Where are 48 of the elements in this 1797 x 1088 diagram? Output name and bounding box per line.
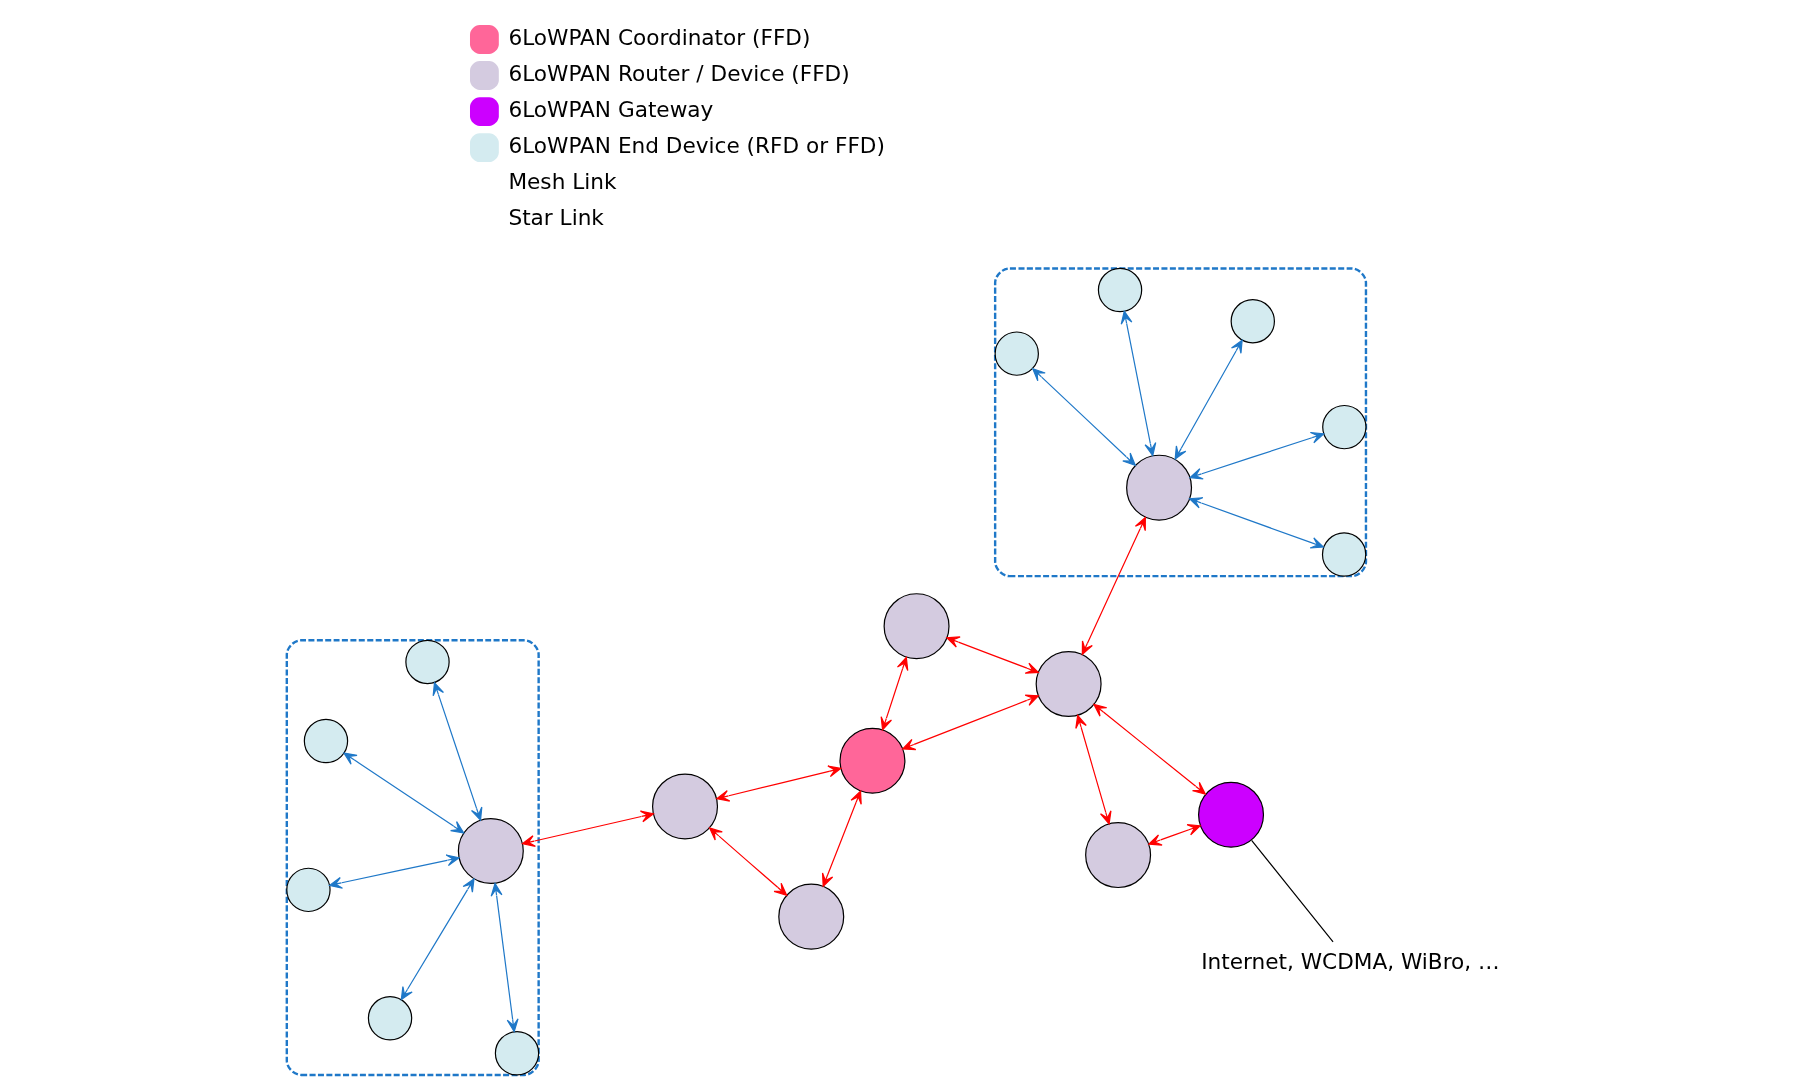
legend-label: 6LoWPAN End Device (RFD or FFD) [508, 132, 885, 158]
node-circle [652, 773, 719, 840]
legend-label: 6LoWPAN Coordinator (FFD) [508, 24, 811, 50]
node-circle [1085, 822, 1152, 889]
arrow [902, 694, 1039, 751]
arrow [1093, 703, 1206, 795]
node-circle [1126, 454, 1193, 521]
node-circle [994, 331, 1039, 376]
node-circle [405, 639, 450, 685]
node-circle [839, 727, 906, 794]
legend-label: Star Link [508, 204, 604, 230]
arrow [1081, 516, 1146, 655]
arrow [709, 827, 788, 896]
node-circle [286, 867, 331, 913]
node-circle [883, 593, 950, 660]
legend-label: Mesh Link [508, 168, 617, 194]
arrow [1120, 310, 1157, 457]
node-circle [1321, 532, 1367, 577]
node-circle [457, 817, 524, 885]
node-circle [367, 996, 413, 1041]
arrow [1174, 339, 1243, 460]
node-circle [494, 1031, 540, 1076]
arrow [1032, 368, 1136, 466]
arrow [1075, 714, 1112, 825]
arrow [521, 810, 654, 847]
node-circle [1035, 651, 1102, 718]
arrow [716, 765, 842, 802]
arrow [880, 656, 909, 731]
arrow [343, 752, 465, 834]
arrow [400, 878, 475, 1001]
arrow [490, 882, 519, 1033]
node-circle [1230, 299, 1275, 344]
arrow [432, 682, 483, 821]
arrow [1189, 497, 1324, 549]
node-circle [303, 718, 349, 764]
arrow [329, 854, 460, 889]
arrow [1148, 824, 1201, 846]
node-text: Internet, WCDMA, WiBro, … [1201, 948, 1500, 974]
connector [1251, 839, 1334, 943]
node-circle [1322, 404, 1367, 450]
arrow [946, 636, 1039, 674]
node-circle [1097, 267, 1143, 313]
node-circle [778, 883, 845, 950]
arrow [1189, 431, 1325, 480]
arrow [821, 790, 862, 887]
legend-label: 6LoWPAN Gateway [508, 96, 714, 122]
legend-label: 6LoWPAN Router / Device (FFD) [508, 60, 850, 86]
node-circle [1198, 781, 1265, 848]
